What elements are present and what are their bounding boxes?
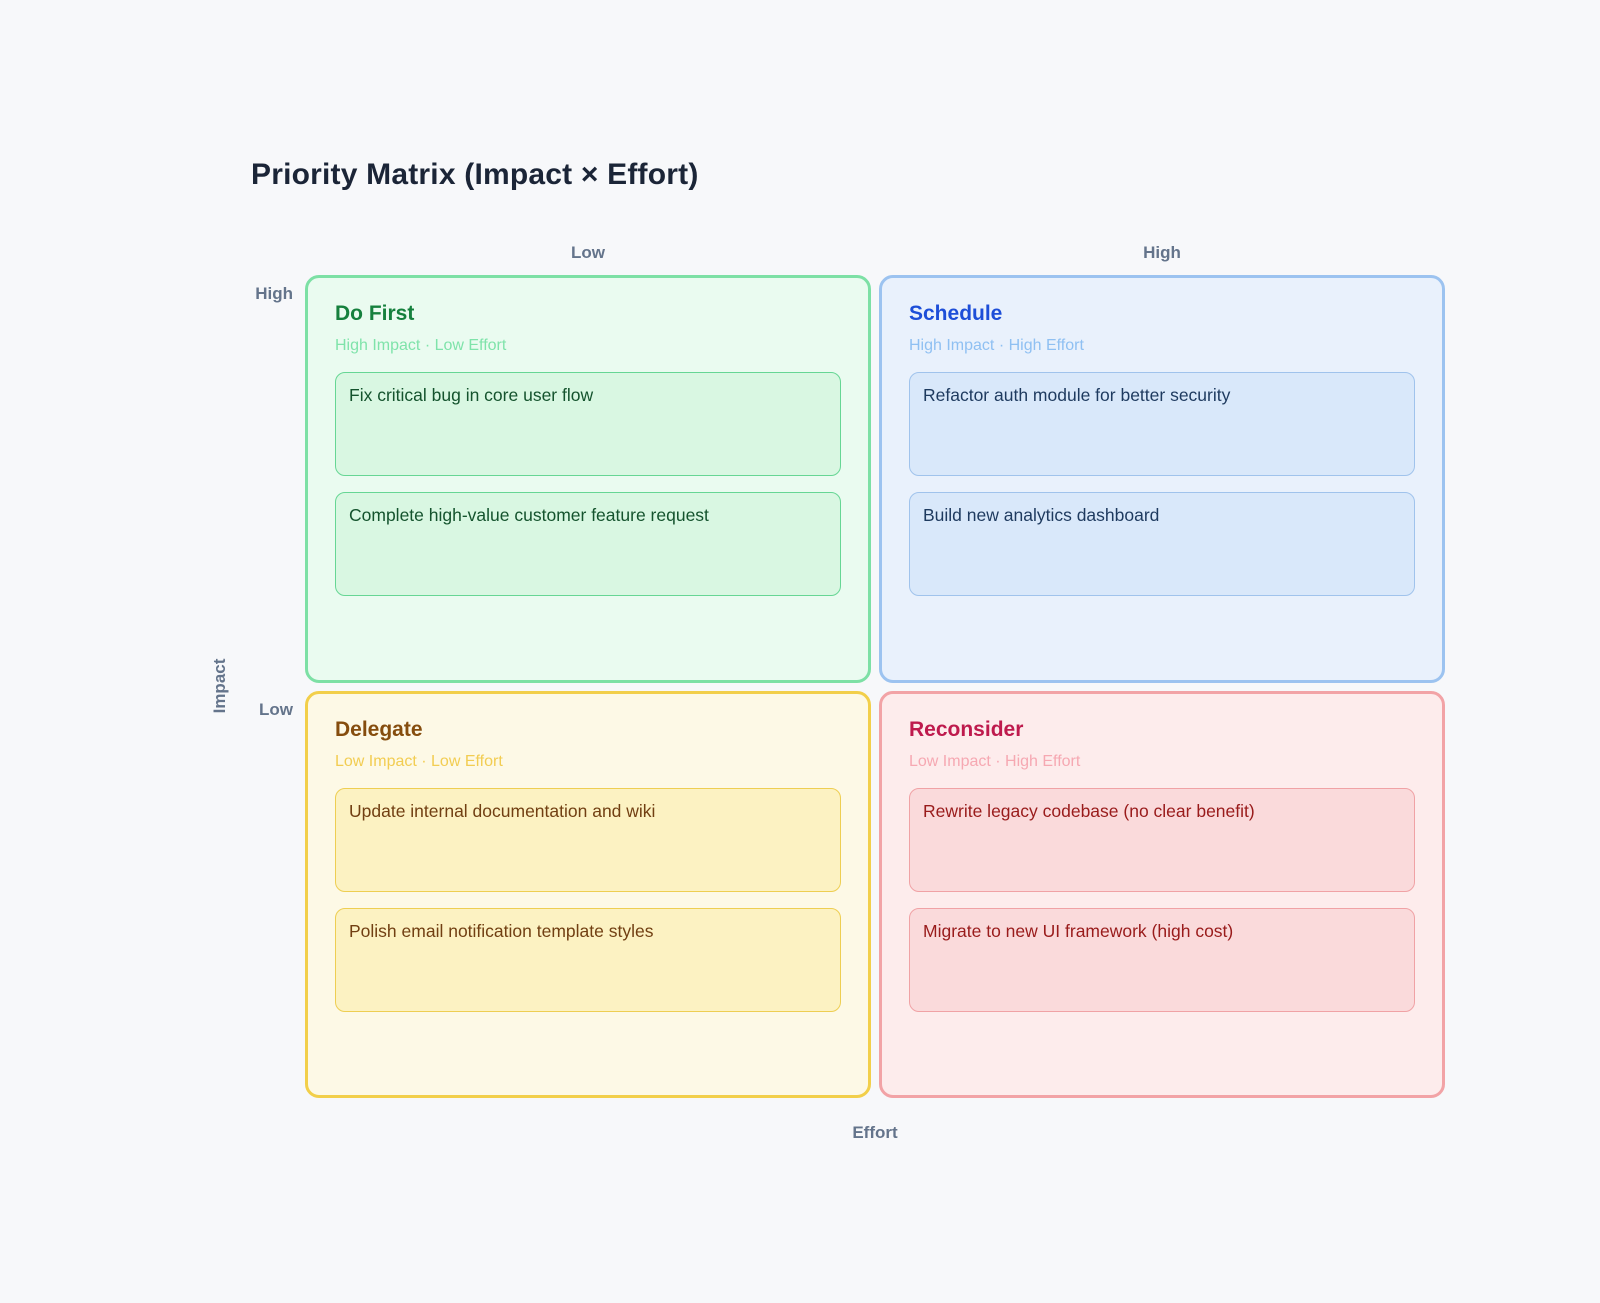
task-card[interactable]: Rewrite legacy codebase (no clear benefi…: [909, 787, 1415, 892]
quadrant-title: Schedule: [909, 302, 1003, 325]
effort-axis-label: Effort: [852, 1123, 898, 1142]
task-card[interactable]: Polish email notification template style…: [335, 907, 841, 1012]
quadrant-title: Do First: [335, 302, 415, 325]
quadrant-subtitle: High Impact · Low Effort: [335, 337, 507, 354]
priority-matrix-grid: Do First High Impact · Low Effort Fix cr…: [305, 275, 1445, 1098]
task-card[interactable]: Migrate to new UI framework (high cost): [909, 907, 1415, 1012]
quadrant-title: Delegate: [335, 717, 423, 741]
quadrant-subtitle: Low Impact · High Effort: [909, 752, 1081, 770]
effort-column-label-high: High: [1143, 243, 1181, 262]
quadrant-do-first: Do First High Impact · Low Effort Fix cr…: [305, 275, 871, 683]
impact-row-label-high: High: [255, 284, 293, 303]
quadrant-reconsider: Reconsider Low Impact · High Effort Rewr…: [879, 690, 1445, 1098]
task-card[interactable]: Update internal documentation and wiki: [335, 787, 841, 892]
quadrant-title: Reconsider: [909, 717, 1024, 741]
quadrant-subtitle: Low Impact · Low Effort: [335, 752, 503, 770]
task-card[interactable]: Fix critical bug in core user flow: [335, 372, 841, 476]
quadrant-delegate: Delegate Low Impact · Low Effort Update …: [305, 690, 871, 1098]
quadrant-subtitle: High Impact · High Effort: [909, 337, 1084, 354]
effort-column-label-low: Low: [571, 243, 605, 262]
quadrant-schedule: Schedule High Impact · High Effort Refac…: [879, 275, 1445, 683]
impact-axis-label: Impact: [210, 658, 229, 714]
task-card[interactable]: Refactor auth module for better security: [909, 372, 1415, 476]
task-card[interactable]: Build new analytics dashboard: [909, 492, 1415, 596]
impact-row-label-low: Low: [259, 700, 293, 719]
page-title: Priority Matrix (Impact × Effort): [251, 158, 699, 191]
task-card[interactable]: Complete high-value customer feature req…: [335, 492, 841, 596]
